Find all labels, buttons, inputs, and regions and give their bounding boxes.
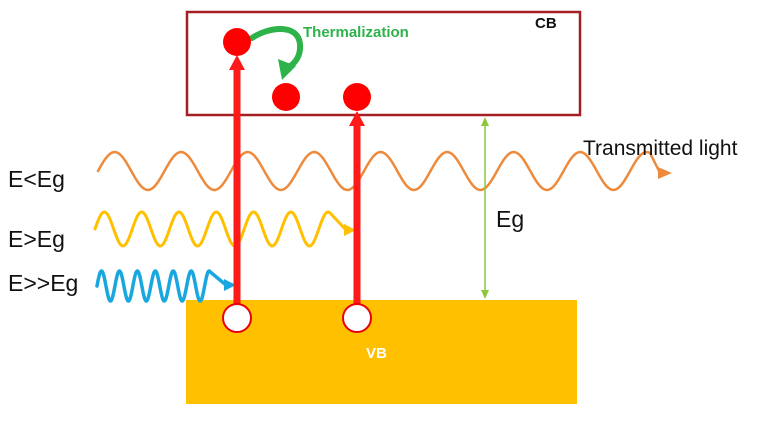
vb-label: VB — [366, 345, 387, 362]
photon-wave-low-energy — [96, 150, 662, 192]
excitation-arrowhead-high — [229, 55, 245, 70]
thermalization-label: Thermalization — [303, 24, 409, 41]
hole-right — [342, 303, 372, 333]
hole-left — [222, 303, 252, 333]
photon-high-label: E>>Eg — [8, 270, 79, 296]
excitation-arrowhead-mid — [349, 111, 365, 126]
conduction-band — [185, 10, 582, 117]
electron-relaxed — [272, 83, 300, 111]
electron-edge — [343, 83, 371, 111]
photon-wave-high-energy — [95, 269, 228, 303]
photon-mid-label: E>Eg — [8, 226, 65, 252]
cb-label: CB — [535, 15, 557, 32]
thermalization-icon — [249, 25, 304, 71]
thermalization-arrowhead — [278, 59, 296, 80]
photon-low-label: E<Eg — [8, 166, 65, 192]
photon-wave-mid-energy — [93, 210, 348, 248]
electron-hot — [223, 28, 251, 56]
transmitted-light-label: Transmitted light — [583, 137, 738, 160]
photon-low-arrowhead — [658, 167, 672, 179]
photon-mid-arrowhead — [344, 224, 356, 236]
photon-high-arrowhead — [224, 279, 236, 291]
bandgap-label: Eg — [496, 206, 525, 232]
bandgap-arrowhead-bottom — [481, 290, 489, 299]
bandgap-arrowhead-top — [481, 117, 489, 126]
